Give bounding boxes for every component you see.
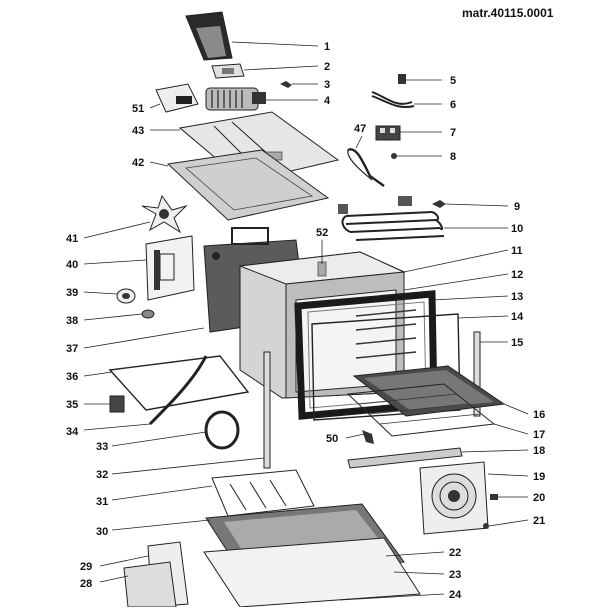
part-6-cable <box>371 91 415 108</box>
callout-14: 14 <box>511 311 524 323</box>
callout-51: 51 <box>132 103 144 115</box>
callout-4: 4 <box>324 95 331 107</box>
part-40-rear-cover <box>145 235 195 301</box>
callout-38: 38 <box>66 315 78 327</box>
callout-33: 33 <box>96 441 108 453</box>
callout-32: 32 <box>96 469 108 481</box>
callout-23: 23 <box>449 569 461 581</box>
part-7-terminal-block <box>375 125 401 141</box>
part-1-vent-chute <box>185 11 233 61</box>
callout-15: 15 <box>511 337 523 349</box>
callout-7: 7 <box>450 127 456 139</box>
callout-22: 22 <box>449 547 461 559</box>
callout-47: 47 <box>354 123 366 135</box>
part-28-side-panel <box>123 561 177 608</box>
part-31-rack <box>211 469 315 517</box>
callout-35: 35 <box>66 399 78 411</box>
part-5-connector <box>398 74 406 84</box>
part-8-screw <box>391 153 397 159</box>
part-3-clip <box>280 81 292 88</box>
part-4-motor-block <box>205 87 266 111</box>
model-code: matr.40115.0001 <box>462 6 554 20</box>
part-33-ring <box>204 410 240 450</box>
callout-9: 9 <box>514 201 520 213</box>
callout-2: 2 <box>324 61 330 73</box>
part-42-insulation-plate <box>166 149 330 221</box>
callout-41: 41 <box>66 233 78 245</box>
callout-16: 16 <box>533 409 545 421</box>
part-51-switch-box <box>155 83 199 113</box>
part-20-screw <box>490 494 498 500</box>
callout-42: 42 <box>132 157 144 169</box>
part-21-screw <box>483 523 489 529</box>
callout-1: 1 <box>324 41 330 53</box>
callout-50: 50 <box>326 433 338 445</box>
callouts: 1 2 3 4 5 6 7 8 9 10 11 12 13 <box>66 41 545 601</box>
callout-31: 31 <box>96 496 108 508</box>
part-38-screw <box>141 309 155 319</box>
callout-8: 8 <box>450 151 456 163</box>
part-35-bracket <box>109 395 125 413</box>
part-34-element-wire <box>148 355 208 426</box>
callout-29: 29 <box>80 561 92 573</box>
part-39-fan-motor <box>116 288 136 304</box>
part-9-clip <box>432 200 446 208</box>
callout-34: 34 <box>66 426 79 438</box>
callout-37: 37 <box>66 343 78 355</box>
callout-21: 21 <box>533 515 545 527</box>
part-24-base-plate <box>203 537 421 608</box>
part-2-small-plate <box>211 63 245 79</box>
part-18-trim-bar <box>347 447 463 469</box>
part-47-probe <box>347 148 385 187</box>
callout-20: 20 <box>533 492 545 504</box>
part-19-fan-assembly <box>419 461 489 535</box>
callout-39: 39 <box>66 287 78 299</box>
callout-30: 30 <box>96 526 108 538</box>
callout-36: 36 <box>66 371 78 383</box>
callout-11: 11 <box>511 245 523 257</box>
callout-18: 18 <box>533 445 545 457</box>
part-15-side-rail <box>473 331 481 417</box>
callout-43: 43 <box>132 125 144 137</box>
part-41-fan-blade <box>141 194 188 234</box>
callout-3: 3 <box>324 79 330 91</box>
part-10-top-element <box>338 196 445 241</box>
callout-19: 19 <box>533 471 545 483</box>
callout-10: 10 <box>511 223 523 235</box>
callout-5: 5 <box>450 75 456 87</box>
part-14-door-seal <box>311 313 461 421</box>
callout-28: 28 <box>80 578 92 590</box>
part-inner-racks <box>355 309 417 359</box>
callout-24: 24 <box>449 589 462 601</box>
callout-52: 52 <box>316 227 328 239</box>
callout-17: 17 <box>533 429 545 441</box>
part-36-grill-element <box>108 355 250 411</box>
callout-12: 12 <box>511 269 523 281</box>
callout-13: 13 <box>511 291 523 303</box>
callout-6: 6 <box>450 99 456 111</box>
part-32-side-rail <box>263 351 271 469</box>
callout-40: 40 <box>66 259 78 271</box>
part-50-clip <box>362 430 374 444</box>
